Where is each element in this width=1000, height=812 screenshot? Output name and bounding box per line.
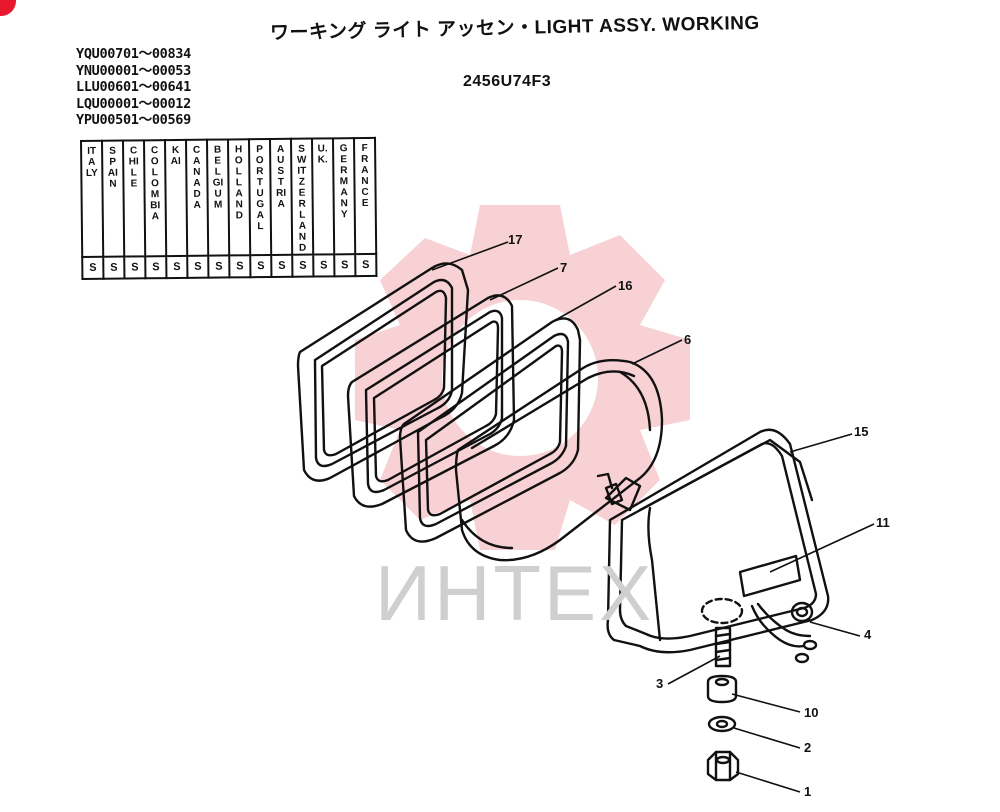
serial-range: YPU00501～00569 (76, 112, 191, 129)
serial-range: YQU00701～00834 (76, 46, 191, 62)
callout-3: 3 (656, 676, 664, 691)
part-number: 2456U74F3 (463, 73, 552, 90)
lens-part-6 (454, 359, 664, 562)
connector-pins (596, 472, 642, 512)
gasket-part-7 (346, 294, 516, 508)
gasket-part-17 (296, 262, 470, 482)
nut-part-1 (706, 750, 740, 782)
callout-1: 1 (804, 784, 812, 799)
callout-10: 10 (804, 705, 819, 720)
callout-2: 2 (804, 740, 812, 755)
callout-7: 7 (560, 260, 568, 275)
bolt-part-3 (714, 626, 732, 668)
spacer-part-10 (706, 674, 738, 704)
label-plate-part-11 (738, 554, 802, 598)
serial-range-list: YQU00701～00834 YNU00001～00053 LLU00601～0… (76, 46, 191, 129)
serial-range: YNU00001～00053 (76, 62, 191, 79)
callout-4: 4 (864, 627, 872, 642)
washer-part-2 (707, 715, 737, 733)
callout-16: 16 (618, 278, 633, 293)
callout-11: 11 (876, 515, 890, 530)
grommet-part-4 (790, 601, 814, 623)
callout-6: 6 (684, 332, 692, 347)
callout-15: 15 (854, 424, 869, 439)
housing-part-15 (606, 428, 830, 664)
gasket-part-16 (398, 317, 582, 543)
watermark-text: ИНТЕХ (375, 549, 655, 637)
serial-range: LQU00001～00012 (76, 95, 191, 112)
serial-range: LLU00601～00641 (76, 79, 191, 96)
leader-lines (431, 241, 875, 793)
callout-17: 17 (508, 232, 523, 247)
